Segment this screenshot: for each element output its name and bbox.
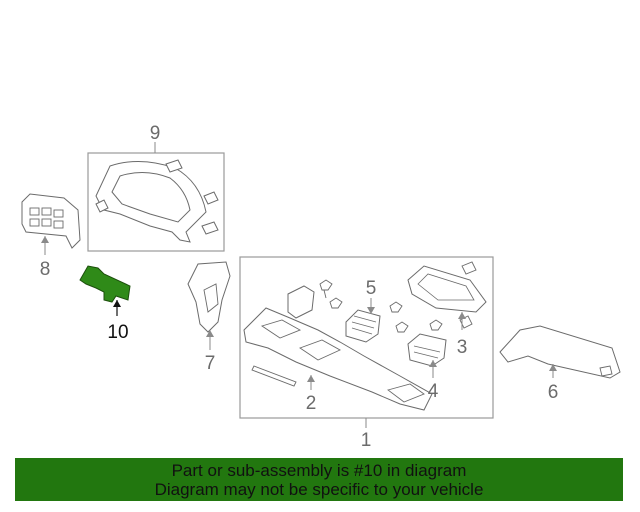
part-8-button-e — [41, 218, 52, 227]
callout-5-arrowhead — [367, 307, 375, 314]
part-1-group: 1 2 5 4 3 — [239, 256, 494, 451]
part-7-group: 7 — [187, 261, 231, 374]
part-10-highlighted-part — [79, 265, 131, 303]
screw-c — [389, 301, 403, 313]
info-banner: Part or sub-assembly is #10 in diagram D… — [15, 458, 623, 501]
callout-10-arrowhead — [113, 300, 121, 307]
part-5-center-vent — [345, 309, 381, 343]
part-8-button-d — [29, 218, 40, 227]
part-6-group: 6 — [499, 325, 621, 403]
part-7-side-trim — [187, 261, 231, 333]
callout-4: 4 — [428, 381, 439, 402]
part-3-lid-inner — [417, 273, 475, 301]
callout-4-arrowhead — [429, 360, 437, 367]
part-3-trim-lid — [407, 265, 487, 313]
screw-d — [395, 321, 409, 333]
part-8-button-f — [53, 220, 64, 229]
part-8-group: 8 — [21, 193, 81, 280]
part-4-lower-vent — [407, 333, 447, 367]
callout-8: 8 — [40, 259, 51, 280]
part-2-trim-strip — [251, 365, 297, 387]
part-10-group: 10 — [79, 265, 131, 343]
screw-e — [429, 319, 443, 331]
callout-9: 9 — [150, 123, 161, 144]
part-8-button-c — [53, 209, 64, 218]
callout-6: 6 — [548, 382, 559, 403]
part-8-button-b — [41, 207, 52, 216]
part-9-clip-c — [201, 221, 219, 235]
banner-line-2: Diagram may not be specific to your vehi… — [154, 480, 484, 499]
callout-10: 10 — [107, 322, 128, 343]
part-6-clip — [599, 365, 613, 377]
upper-vent — [287, 285, 315, 319]
part-2-panel-recess-c — [386, 383, 425, 403]
part-8-button-a — [29, 207, 40, 216]
callout-3: 3 — [457, 337, 468, 358]
screw-a — [319, 279, 333, 299]
part-7-vent-opening — [203, 283, 219, 313]
callout-6-arrowhead — [549, 364, 557, 371]
callout-3-arrowhead — [458, 312, 466, 319]
part-9-clip-b — [203, 191, 219, 205]
part-9-group: 9 — [87, 123, 225, 252]
part-9-frame — [87, 152, 225, 252]
part-9-clip-a — [165, 159, 183, 173]
callout-2: 2 — [306, 393, 317, 414]
screw-b — [329, 297, 343, 309]
callout-2-arrowhead — [307, 375, 315, 382]
callout-1: 1 — [361, 430, 372, 451]
callout-7-arrowhead — [206, 330, 214, 337]
part-2-panel-recess-a — [260, 319, 302, 339]
part-4-vent-louvers — [413, 345, 441, 359]
callout-5: 5 — [366, 278, 377, 299]
part-2-panel-recess-b — [299, 339, 341, 361]
part-6-side-trim — [499, 325, 621, 379]
callout-8-arrowhead — [41, 236, 49, 243]
banner-line-1: Part or sub-assembly is #10 in diagram — [171, 461, 467, 480]
callout-7: 7 — [205, 353, 216, 374]
part-9-clip-d — [95, 199, 109, 213]
part-5-vent-louvers — [351, 315, 377, 335]
clip-f — [461, 261, 477, 275]
part-9-cluster-lid — [95, 160, 207, 243]
